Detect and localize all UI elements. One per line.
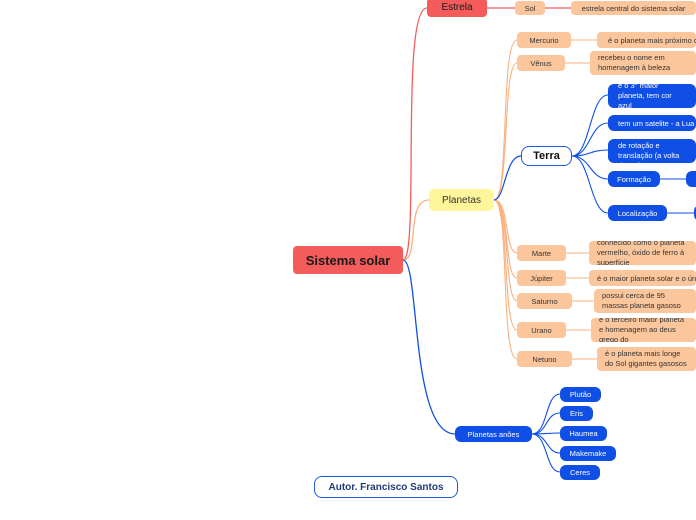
link-anoes-makemake [531, 433, 561, 454]
link-root-estrela [402, 7, 428, 261]
link-terra-f3 [571, 149, 609, 157]
link-planetas-venus [493, 62, 518, 201]
node-terra-fact-satellite[interactable]: tem um satelite - a Lua [608, 115, 696, 131]
node-anao-makemake[interactable]: Makemake [560, 446, 616, 461]
node-formacao-child[interactable] [686, 171, 696, 187]
node-saturno-description[interactable]: possui cerca de 95 massas planeta gasoso [594, 289, 696, 313]
node-netuno-description[interactable]: é o planeta mais longe do Sol gigantes g… [597, 347, 696, 371]
node-mercurio[interactable]: Mercurio [517, 32, 571, 48]
link-anoes-plutao [531, 393, 561, 435]
node-anao-haumea[interactable]: Haumea [560, 426, 607, 441]
node-localizacao-child[interactable] [694, 205, 696, 221]
node-jupiter-description[interactable]: é o maior planeta solar e o único [589, 270, 696, 286]
node-mercurio-description[interactable]: é o planeta mais próximo do [597, 32, 696, 48]
link-root-anoes [402, 259, 456, 435]
link-terra-formacao [571, 155, 609, 180]
link-planetas-netuno [493, 199, 518, 360]
link-terra-f1 [571, 94, 609, 157]
node-anao-eris[interactable]: Eris [560, 406, 593, 421]
node-sol[interactable]: Sol [515, 1, 545, 15]
link-anoes-eris [531, 412, 561, 435]
node-anao-plutao[interactable]: Plutão [560, 387, 601, 402]
node-planetas[interactable]: Planetas [429, 189, 494, 211]
author-label[interactable]: Autor. Francisco Santos [314, 476, 458, 498]
node-jupiter[interactable]: Júpiter [517, 270, 566, 286]
link-planetas-mercurio [493, 39, 518, 201]
link-root-planetas [402, 199, 430, 261]
node-anao-ceres[interactable]: Ceres [560, 465, 600, 480]
node-planetas-anoes[interactable]: Planetas anões [455, 426, 532, 442]
link-anoes-ceres [531, 433, 561, 473]
node-venus[interactable]: Vênus [517, 55, 565, 71]
link-planetas-terra [493, 155, 522, 201]
node-netuno[interactable]: Netuno [517, 351, 572, 367]
link-terra-localizacao [571, 155, 609, 214]
node-terra[interactable]: Terra [521, 146, 572, 166]
node-saturno[interactable]: Saturno [517, 293, 572, 309]
node-urano-description[interactable]: é o terceiro maior planeta e homenagem a… [591, 318, 696, 342]
node-terra-localizacao[interactable]: Localização [608, 205, 667, 221]
node-sol-description[interactable]: estrela central do sistema solar [571, 1, 696, 15]
node-venus-description[interactable]: recebeu o nome em homenagem à beleza [590, 51, 696, 75]
node-terra-formacao[interactable]: Formação [608, 171, 660, 187]
node-urano[interactable]: Urano [517, 322, 566, 338]
node-marte-description[interactable]: conhecido como o planeta vermelho, óxido… [589, 241, 696, 265]
node-terra-fact-size[interactable]: é o 3° maior planeta, tem cor azul [608, 84, 696, 108]
node-estrela[interactable]: Estrela [427, 0, 487, 17]
node-marte[interactable]: Marte [517, 245, 566, 261]
root-node[interactable]: Sistema solar [293, 246, 403, 274]
link-terra-f2 [571, 122, 609, 157]
node-terra-fact-movement[interactable]: efetua movimento de rotação e translação… [608, 139, 696, 163]
